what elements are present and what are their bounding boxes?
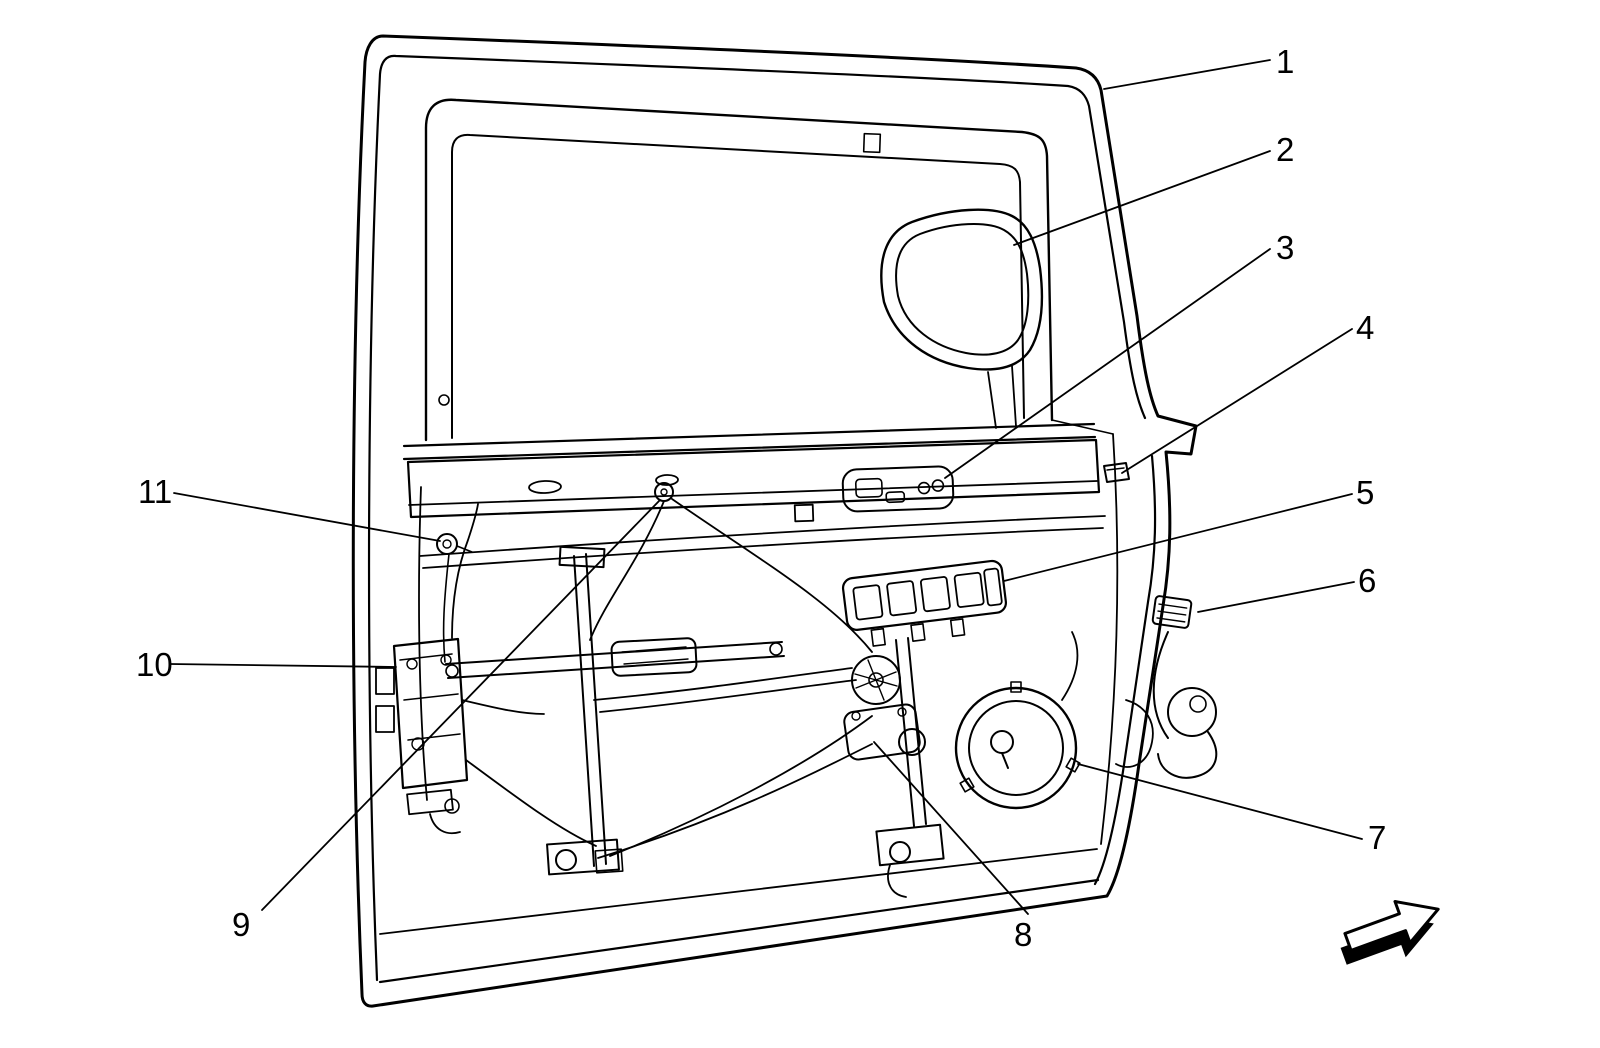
leader-line-2 [1013,150,1271,246]
speaker [954,631,1081,810]
door-outline [351,34,1198,1008]
leader-line-7 [1077,763,1363,840]
callout-label-2: 2 [1276,131,1295,168]
callout-label-9: 9 [232,906,251,943]
window-motor [843,655,926,761]
callout-label-5: 5 [1356,474,1375,511]
leader-line-9 [261,499,661,911]
door-latch [375,503,597,847]
callout-label-10: 10 [136,646,173,683]
mirror [880,208,1044,429]
direction-arrow-icon [1340,899,1440,965]
leader-line-6 [1197,581,1355,613]
leader-line-3 [944,248,1271,479]
belt-reinforcement-bar [402,422,1106,569]
leader-line-8 [873,741,1029,915]
wiring-connector [1151,595,1193,629]
window-regulator [445,482,945,898]
leader-line-1 [1103,59,1271,90]
callout-label-1: 1 [1276,43,1295,80]
callout-label-11: 11 [138,473,173,510]
callout-label-8: 8 [1014,916,1033,953]
window-switch-panel [841,559,1008,647]
switch-bezel [841,465,955,513]
bolt [436,533,473,663]
leader-line-10 [169,663,397,668]
leader-line-5 [1003,493,1353,582]
window-opening [424,98,1114,442]
callout-label-7: 7 [1368,819,1387,856]
retainer-clip [1103,462,1130,483]
callout-label-4: 4 [1356,309,1375,346]
leader-line-11 [173,492,441,542]
callout-label-3: 3 [1276,229,1295,266]
harness-loop [1152,631,1218,779]
leader-line-4 [1121,328,1353,474]
leader-lines [169,59,1363,915]
callout-label-6: 6 [1358,562,1377,599]
